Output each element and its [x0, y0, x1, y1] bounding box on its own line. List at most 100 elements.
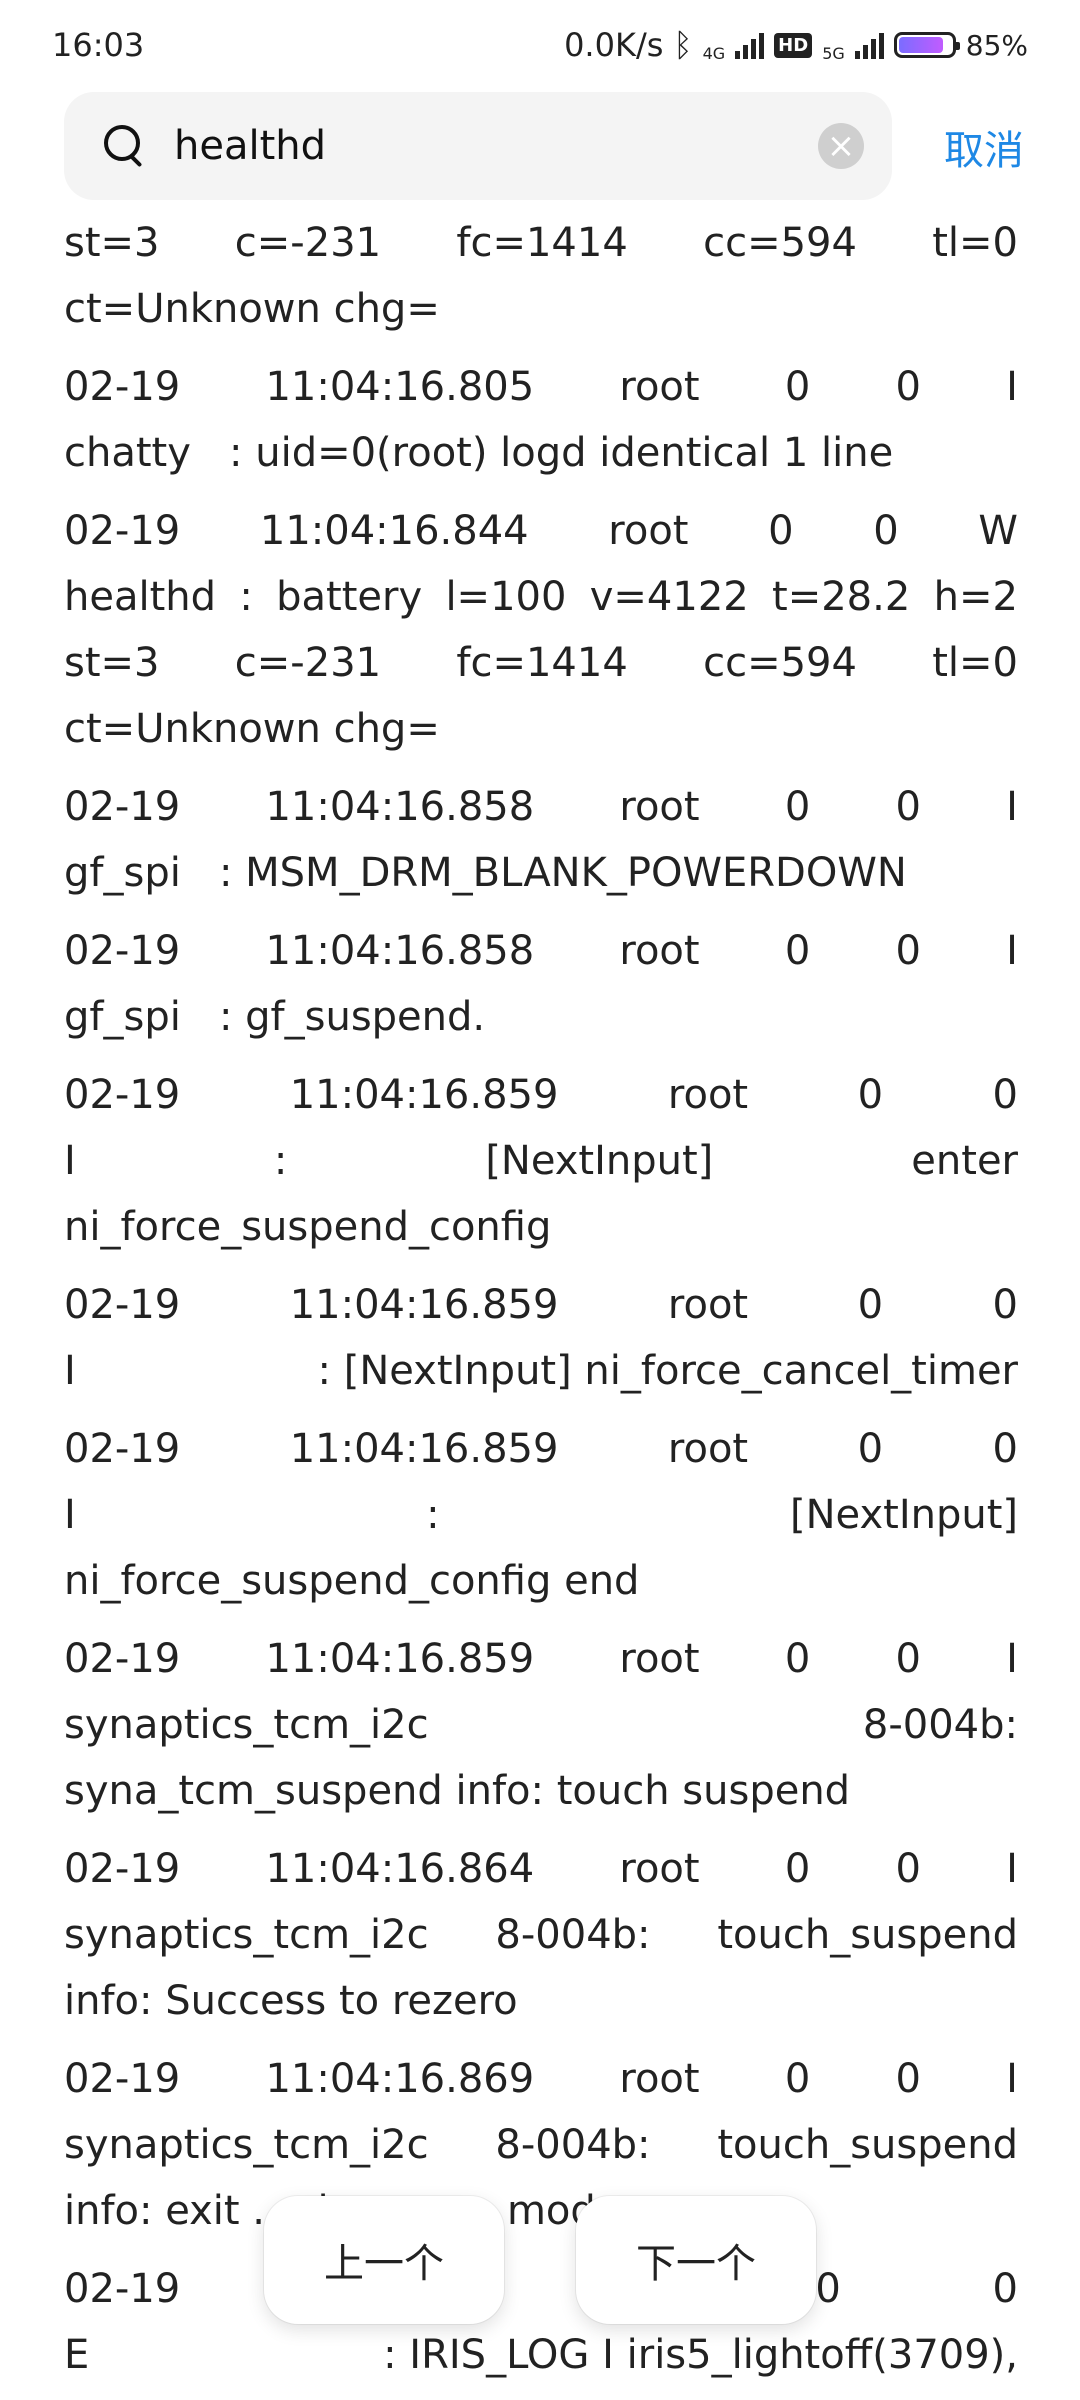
- log-token: :: [273, 1138, 288, 1184]
- log-token: 11:04:16.869: [265, 2056, 535, 2102]
- log-token: root: [619, 2056, 700, 2102]
- log-token: 02-19: [64, 2056, 181, 2102]
- log-token: fc=1414: [456, 640, 628, 686]
- log-token: I: [64, 1492, 76, 1538]
- log-token: t=28.2: [772, 574, 911, 620]
- log-token: 02-19: [64, 508, 181, 554]
- log-token: synaptics_tcm_i2c: [64, 1912, 429, 1958]
- log-token: 0: [992, 1426, 1018, 1472]
- log-token: 02-19: [64, 364, 181, 410]
- status-time: 16:03: [52, 26, 145, 64]
- search-bar[interactable]: ×: [64, 92, 892, 200]
- log-token: I: [64, 1348, 76, 1394]
- log-token: 0: [784, 1846, 811, 1892]
- log-token: 0: [992, 2266, 1018, 2312]
- log-token: 11:04:16.864: [265, 1846, 535, 1892]
- log-line: chatty : uid=0(root) logd identical 1 li…: [64, 420, 1018, 486]
- log-token: E: [64, 2332, 90, 2378]
- log-line: gf_spi : MSM_DRM_BLANK_POWERDOWN: [64, 840, 1018, 906]
- log-token: 0: [992, 1282, 1018, 1328]
- log-token: healthd: [64, 574, 217, 620]
- log-token: 0: [768, 508, 794, 554]
- log-token: I: [1006, 928, 1018, 974]
- log-token: 11:04:16.859: [265, 1636, 535, 1682]
- log-token: W: [978, 508, 1018, 554]
- log-token: 02-19: [64, 1282, 181, 1328]
- log-token: 11:04:16.805: [265, 364, 535, 410]
- log-token: root: [619, 928, 700, 974]
- hd-badge: HD: [774, 32, 813, 58]
- log-token: 0: [992, 1072, 1018, 1118]
- log-token: fc=1414: [456, 220, 628, 266]
- search-icon: [100, 121, 150, 171]
- log-token: 0: [784, 364, 811, 410]
- net-type-4g: 4G: [702, 44, 726, 63]
- log-line: I:[NextInput]enter: [64, 1128, 1018, 1194]
- log-token: tl=0: [932, 220, 1018, 266]
- log-line: gf_spi : gf_suspend.: [64, 984, 1018, 1050]
- log-token: 0: [784, 784, 811, 830]
- log-token: ct=Unknown chg=: [64, 706, 440, 752]
- log-token: root: [619, 784, 700, 830]
- log-line: info: exit ... de, e... re mode...: [64, 2178, 1018, 2244]
- log-token: : IRIS_LOG I iris5_lightoff(3709),: [383, 2332, 1018, 2378]
- log-token: gf_spi : MSM_DRM_BLANK_POWERDOWN: [64, 850, 907, 896]
- log-token: h=2: [933, 574, 1018, 620]
- clear-icon[interactable]: ×: [818, 123, 864, 169]
- log-token: st=3: [64, 220, 160, 266]
- log-token: [NextInput]: [790, 1492, 1018, 1538]
- log-token: 11:04:16.844: [259, 508, 529, 554]
- log-line: E : IRIS_LOG I iris5_lightoff(3709),: [64, 2322, 1018, 2388]
- log-token: [NextInput]: [485, 1138, 714, 1184]
- log-token: 11:04:16.859: [289, 1072, 559, 1118]
- log-token: tl=0: [932, 640, 1018, 686]
- log-line: ni_force_suspend_config: [64, 1194, 1018, 1260]
- log-token: 11:04:16.859: [289, 1426, 559, 1472]
- log-token: syna_tcm_suspend info: touch suspend: [64, 1768, 851, 1814]
- cancel-button[interactable]: 取消: [944, 128, 1024, 174]
- log-token: 8-004b:: [862, 1702, 1018, 1748]
- log-line: info: Success to rezero: [64, 1968, 1018, 2034]
- log-line: ct=Unknown chg=: [64, 696, 1018, 762]
- log-token: 11:04:16.859: [289, 1282, 559, 1328]
- log-token: 0: [784, 1636, 811, 1682]
- log-token: 0: [895, 928, 921, 974]
- log-token: :: [426, 1492, 440, 1538]
- search-input[interactable]: [172, 122, 818, 170]
- status-icons: 0.0K/s ᛒ 4G HD 5G 85%: [564, 26, 1028, 64]
- log-token: touch_suspend: [717, 1912, 1018, 1958]
- battery-percent: 85%: [965, 28, 1028, 62]
- log-token: 02-19: [64, 784, 181, 830]
- previous-match-button[interactable]: 上一个: [264, 2196, 504, 2324]
- log-token: 0: [857, 1426, 884, 1472]
- log-token: root: [667, 1426, 749, 1472]
- log-line: I: [NextInput]: [64, 1482, 1018, 1548]
- log-token: root: [667, 1072, 749, 1118]
- log-token: l=100: [445, 574, 567, 620]
- next-match-button[interactable]: 下一个: [576, 2196, 816, 2324]
- log-token: v=4122: [589, 574, 749, 620]
- log-token: synaptics_tcm_i2c: [64, 2122, 429, 2168]
- log-token: root: [619, 1846, 700, 1892]
- log-token: info: Success to rezero: [64, 1978, 518, 2024]
- log-token: c=-231: [234, 640, 382, 686]
- battery-icon: [893, 32, 960, 58]
- log-line: ct=Unknown chg=: [64, 276, 1018, 342]
- log-token: 0: [784, 928, 811, 974]
